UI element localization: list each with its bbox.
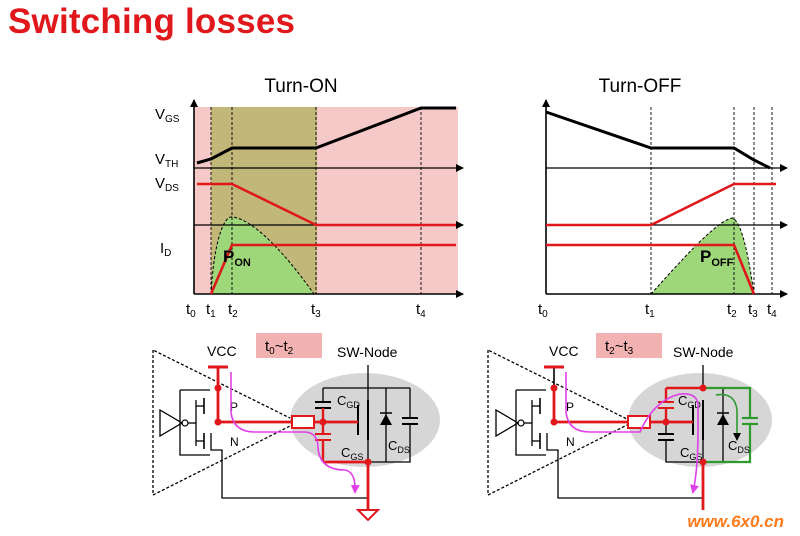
pon-label: PON — [223, 247, 251, 269]
turn-off-vgs-trace — [545, 110, 771, 170]
cds-label-left: CDS — [388, 438, 410, 455]
vgs-label: VGS — [155, 106, 180, 125]
inverter-right — [495, 408, 520, 438]
node-right-2 — [550, 418, 558, 426]
mosfet-bubble-right — [628, 373, 772, 467]
driver-triangle-right — [487, 348, 635, 497]
turn-off-t2-label: t2 — [727, 301, 737, 320]
body-diode-left — [380, 414, 392, 425]
cgd-label-left: CGD — [337, 393, 360, 410]
sw-node-label-left: SW-Node — [337, 344, 398, 360]
turn-off-id-trace — [546, 243, 756, 295]
gate-resistor-left — [291, 415, 315, 429]
green-cds-bottom-right — [703, 424, 752, 464]
badge-right — [596, 333, 662, 358]
turn-off-title: Turn-OFF — [599, 76, 682, 97]
node-left-2 — [214, 418, 222, 426]
node-right-1 — [550, 384, 558, 392]
turn-on-t0-label: t0 — [186, 301, 196, 320]
inverter-left — [159, 408, 184, 438]
turn-on-t2-label: t2 — [228, 301, 238, 320]
gate-discharge-current-arrow-right — [565, 372, 699, 494]
mosfet-bubble-left — [290, 373, 440, 467]
turn-on-t3-label: t3 — [311, 301, 321, 320]
node-left-1 — [214, 384, 222, 392]
cgs-label-right: CGS — [680, 445, 702, 462]
gate-charge-current-arrow-left — [230, 372, 360, 494]
sw-node-label-right: SW-Node — [673, 344, 734, 360]
node-left-3 — [319, 418, 327, 426]
body-diode-right — [717, 414, 729, 425]
vth-label: VTH — [155, 151, 178, 170]
cgs-bottom-right — [665, 440, 703, 463]
turn-on-t4-label: t4 — [416, 301, 426, 320]
wire-left-a — [179, 390, 210, 456]
vds-label: VDS — [155, 175, 179, 194]
vcc-label-left: VCC — [207, 343, 237, 359]
circuit-right: t2~t3 VCC SW-Node P N — [487, 333, 772, 510]
watermark: www.6x0.cn — [687, 512, 784, 531]
green-cds-top-right — [703, 386, 752, 418]
cds-label-right: CDS — [728, 438, 750, 455]
turn-on-title: Turn-ON — [264, 76, 337, 97]
turn-off-t3-label: t3 — [748, 301, 758, 320]
driver-triangle-left — [152, 348, 300, 497]
turn-off-t4-label: t4 — [767, 301, 777, 320]
badge-right-text: t2~t3 — [605, 338, 634, 357]
turn-on-id-trace — [209, 243, 456, 295]
turn-on-waveform: Turn-ON VGS VTH VDS ID PON t0 t1 t2 t3 t… — [155, 76, 464, 320]
cgd-label-right: CGD — [678, 393, 701, 410]
n-label-right: N — [566, 435, 575, 449]
turn-off-waveform: Turn-OFF POFF t0 t1 t2 t3 t4 — [538, 76, 788, 320]
cgs-label-left: CGS — [341, 445, 363, 462]
poff-label: POFF — [700, 247, 734, 269]
circuit-left: t0~t2 VCC SW-Node P N — [152, 333, 440, 522]
vcc-label-right: VCC — [549, 343, 579, 359]
node-right-4 — [699, 384, 707, 392]
turn-on-vgs-trace — [196, 106, 456, 165]
turn-on-t1-label: t1 — [206, 301, 216, 320]
badge-left-text: t0~t2 — [265, 338, 294, 357]
node-right-3 — [662, 418, 670, 426]
turn-on-vds-trace — [197, 182, 456, 227]
turn-off-vds-trace — [546, 182, 776, 227]
node-right-5 — [699, 458, 707, 466]
n-label-left: N — [230, 435, 239, 449]
p-label-left: P — [230, 400, 238, 414]
wire-right-a — [515, 390, 546, 456]
poff-loss-area — [649, 217, 755, 295]
turn-off-t1-label: t1 — [645, 301, 655, 320]
slide-title: Switching losses — [8, 2, 296, 41]
badge-left — [256, 333, 322, 358]
p-label-right: P — [566, 400, 574, 414]
node-left-4 — [364, 458, 372, 466]
cds-current-arrow-right — [715, 393, 741, 441]
turn-off-t0-label: t0 — [538, 301, 548, 320]
ground-symbol-left — [355, 509, 381, 522]
id-label: ID — [160, 240, 171, 259]
red-return-left — [323, 460, 370, 510]
